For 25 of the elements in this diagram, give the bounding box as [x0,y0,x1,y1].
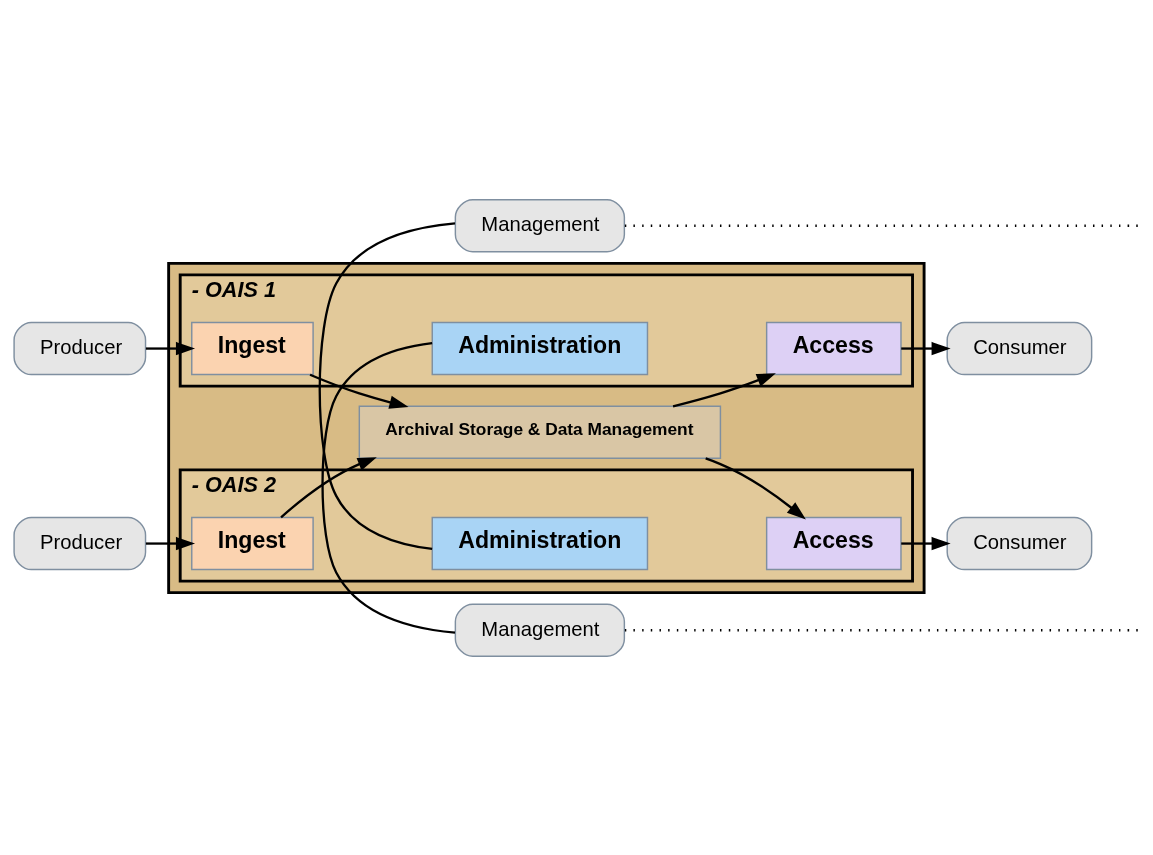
arrow [145,341,196,355]
node-box: Ingest [191,321,314,375]
arrow [145,536,196,550]
connector [624,224,1138,227]
node-box: Access [765,321,902,375]
node-box: Consumer [946,321,1093,375]
arrow [309,373,409,409]
node-box: Consumer [946,516,1093,570]
node-box: Access [765,516,902,570]
node-box: Ingest [191,516,314,570]
arrow [705,456,806,520]
arrow [901,536,951,550]
node-box: Administration [431,321,649,375]
node-box: Producer [13,516,147,570]
node-box: Management [454,198,626,252]
node-box: Producer [13,321,147,375]
arrow [280,456,377,518]
connector [318,221,456,550]
node-box: Archival Storage & Data Management [358,405,722,459]
cluster [167,261,926,594]
node-box: Management [454,603,626,657]
connector [321,341,456,634]
arrow [901,341,951,355]
node-box: Administration [431,516,649,570]
connector [624,628,1138,631]
